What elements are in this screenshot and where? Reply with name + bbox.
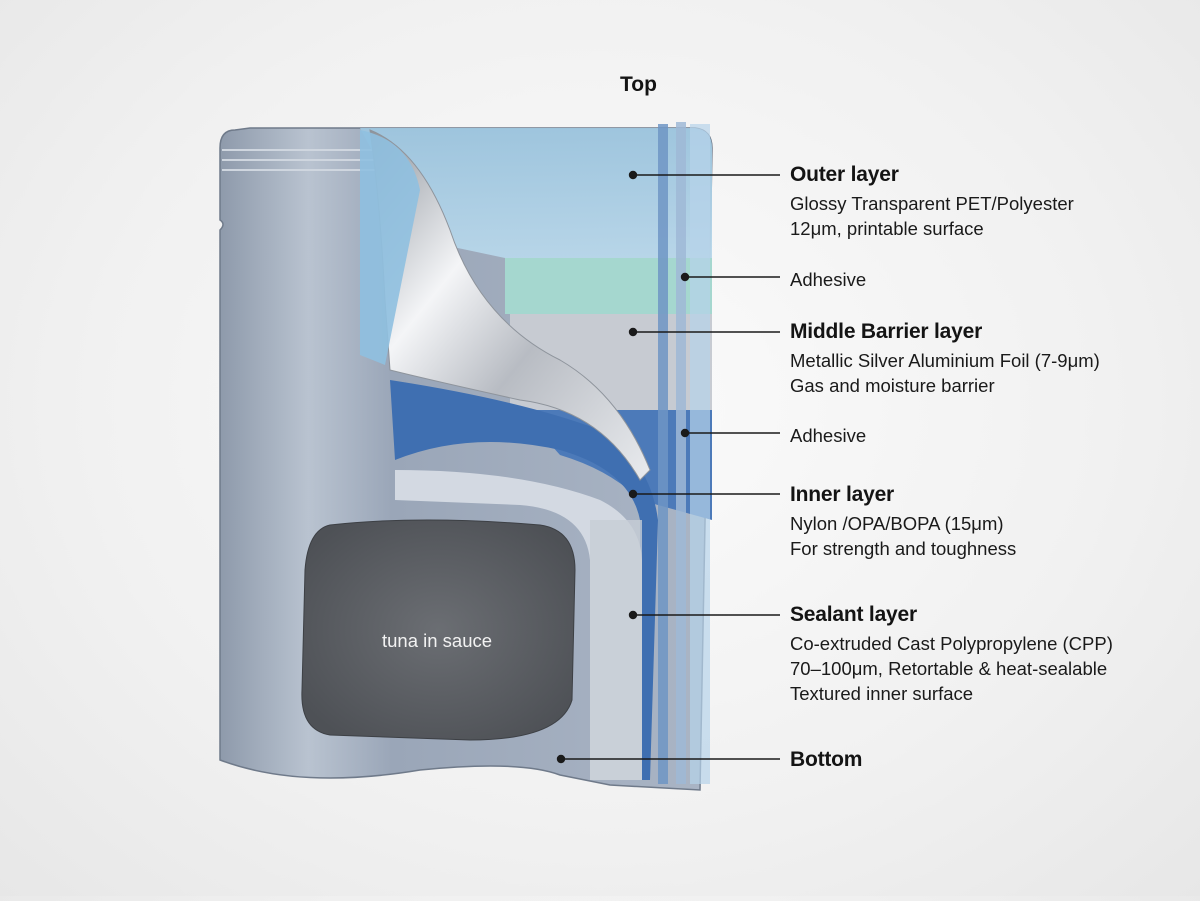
sealant-layer-desc-2: 70–100μm, Retortable & heat-sealable [790,658,1108,679]
inner-layer-title: Inner layer [790,483,895,506]
bottom-label: Bottom [790,749,862,776]
seam-strip-2 [676,122,686,784]
adhesive-label-1: Adhesive [790,267,866,292]
pet-flap [360,130,420,365]
nylon-flap [390,380,658,780]
leader-lines [556,170,780,764]
barrier-layer-desc-1: Metallic Silver Aluminium Foil (7-9μm) [790,350,1100,371]
content-label: tuna in sauce [382,630,493,651]
sealant-layer-label: Sealant layer Co-extruded Cast Polypropy… [790,604,1113,706]
outer-layer-desc-2: 12μm, printable surface [790,218,984,239]
tuna-window [301,519,576,741]
top-label: Top [620,73,657,96]
adhesive-title-2: Adhesive [790,425,867,446]
seam-strip-3 [690,124,710,784]
sealant-layer-desc-1: Co-extruded Cast Polypropylene (CPP) [790,633,1113,654]
inner-layer-desc-2: For strength and toughness [790,538,1017,559]
adhesive-label-2: Adhesive [790,423,866,448]
inner-layer-label: Inner layer Nylon /OPA/BOPA (15μm) For s… [790,484,1016,561]
outer-layer-desc-1: Glossy Transparent PET/Polyester [790,193,1074,214]
outer-layer-title: Outer layer [790,163,899,186]
outer-layer-label: Outer layer Glossy Transparent PET/Polye… [790,164,1074,241]
inner-layer-desc-1: Nylon /OPA/BOPA (15μm) [790,513,1004,534]
cpp-texture [590,520,642,780]
barrier-layer-label: Middle Barrier layer Metallic Silver Alu… [790,321,1100,398]
barrier-layer-title: Middle Barrier layer [790,320,983,343]
sealant-layer-desc-3: Textured inner surface [790,683,974,704]
adhesive-title-1: Adhesive [790,269,867,290]
sealant-layer-title: Sealant layer [790,603,917,626]
bottom-title: Bottom [790,748,863,771]
seam-strip-1 [658,124,668,784]
barrier-layer-desc-2: Gas and moisture barrier [790,375,995,396]
zipper-ridges [222,149,380,171]
